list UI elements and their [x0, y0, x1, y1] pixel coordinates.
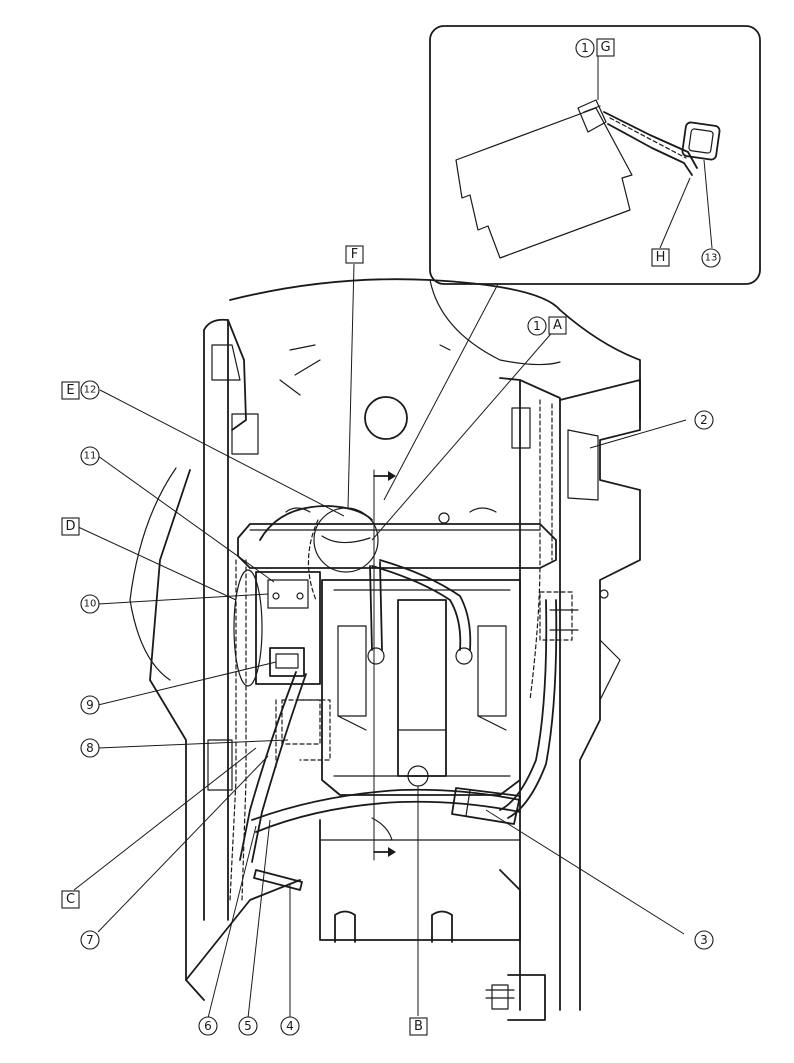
detail-d-ellipse: [233, 569, 263, 687]
label-g: [596, 38, 615, 57]
svg-text:11: 11: [84, 451, 97, 462]
callout-6: [198, 1016, 218, 1036]
svg-text:A: A: [553, 318, 562, 333]
svg-text:B: B: [414, 1019, 423, 1034]
svg-text:6: 6: [204, 1019, 212, 1033]
callout-4: [280, 1016, 300, 1036]
svg-text:F: F: [351, 247, 358, 262]
bottom-bolt: [491, 984, 509, 1010]
frame-hole: [364, 396, 408, 440]
detail-e-circle: [313, 507, 379, 573]
engine-block: [321, 579, 521, 796]
callout-1-main: [527, 316, 547, 336]
callout-11: [80, 446, 100, 466]
inset-connector: [577, 99, 607, 133]
callout-7: [80, 930, 100, 950]
callout-12: [80, 380, 100, 400]
inset-link-line: [383, 283, 499, 501]
svg-text:10: 10: [84, 599, 97, 610]
label-b: [409, 1017, 428, 1036]
callout-9: [80, 695, 100, 715]
svg-text:2: 2: [700, 413, 708, 427]
callout-2: [694, 410, 714, 430]
svg-text:13: 13: [705, 253, 718, 264]
svg-text:E: E: [66, 383, 74, 398]
label-a: [548, 316, 567, 335]
wire-clamp: [253, 869, 303, 891]
svg-text:3: 3: [700, 933, 708, 947]
inset-detail: [429, 25, 761, 285]
svg-text:1: 1: [533, 319, 541, 333]
inset-frame: [429, 25, 761, 285]
connector-lower: [269, 647, 305, 677]
label-d: [61, 517, 80, 536]
engine-center-column: [397, 599, 447, 777]
callouts: 1 G H 13 F 1 A E 12 2 11 D 10: [61, 38, 721, 1036]
callout-1-inset: [575, 38, 595, 58]
svg-text:5: 5: [244, 1019, 252, 1033]
callout-8: [80, 738, 100, 758]
label-c: [61, 890, 80, 909]
engine-assembly: [237, 507, 557, 943]
svg-text:D: D: [65, 519, 75, 534]
inset-lead-wire: [603, 111, 698, 176]
callout-13: [701, 248, 721, 268]
hidden-connector: [281, 699, 321, 745]
connector-bracket: [255, 571, 321, 685]
label-f: [345, 245, 364, 264]
cross-member: [237, 523, 557, 569]
svg-text:C: C: [66, 892, 75, 907]
label-h: [651, 248, 670, 267]
chassis: [129, 278, 641, 1021]
svg-text:G: G: [600, 40, 610, 55]
svg-text:8: 8: [86, 741, 94, 755]
section-line: [373, 469, 396, 861]
connector-bank: [233, 507, 379, 745]
svg-text:12: 12: [84, 385, 97, 396]
callout-3: [694, 930, 714, 950]
callout-10: [80, 594, 100, 614]
inset-component: [455, 107, 633, 259]
svg-text:1: 1: [581, 41, 589, 55]
rear-connector: [451, 787, 521, 825]
svg-text:4: 4: [286, 1019, 294, 1033]
wire-harness: [229, 399, 579, 901]
leader-lines: [73, 263, 687, 1019]
label-e: [61, 381, 80, 400]
svg-text:7: 7: [86, 933, 94, 947]
inset-terminal: [681, 121, 721, 161]
svg-text:H: H: [656, 250, 666, 265]
svg-text:9: 9: [86, 698, 94, 712]
callout-5: [238, 1016, 258, 1036]
